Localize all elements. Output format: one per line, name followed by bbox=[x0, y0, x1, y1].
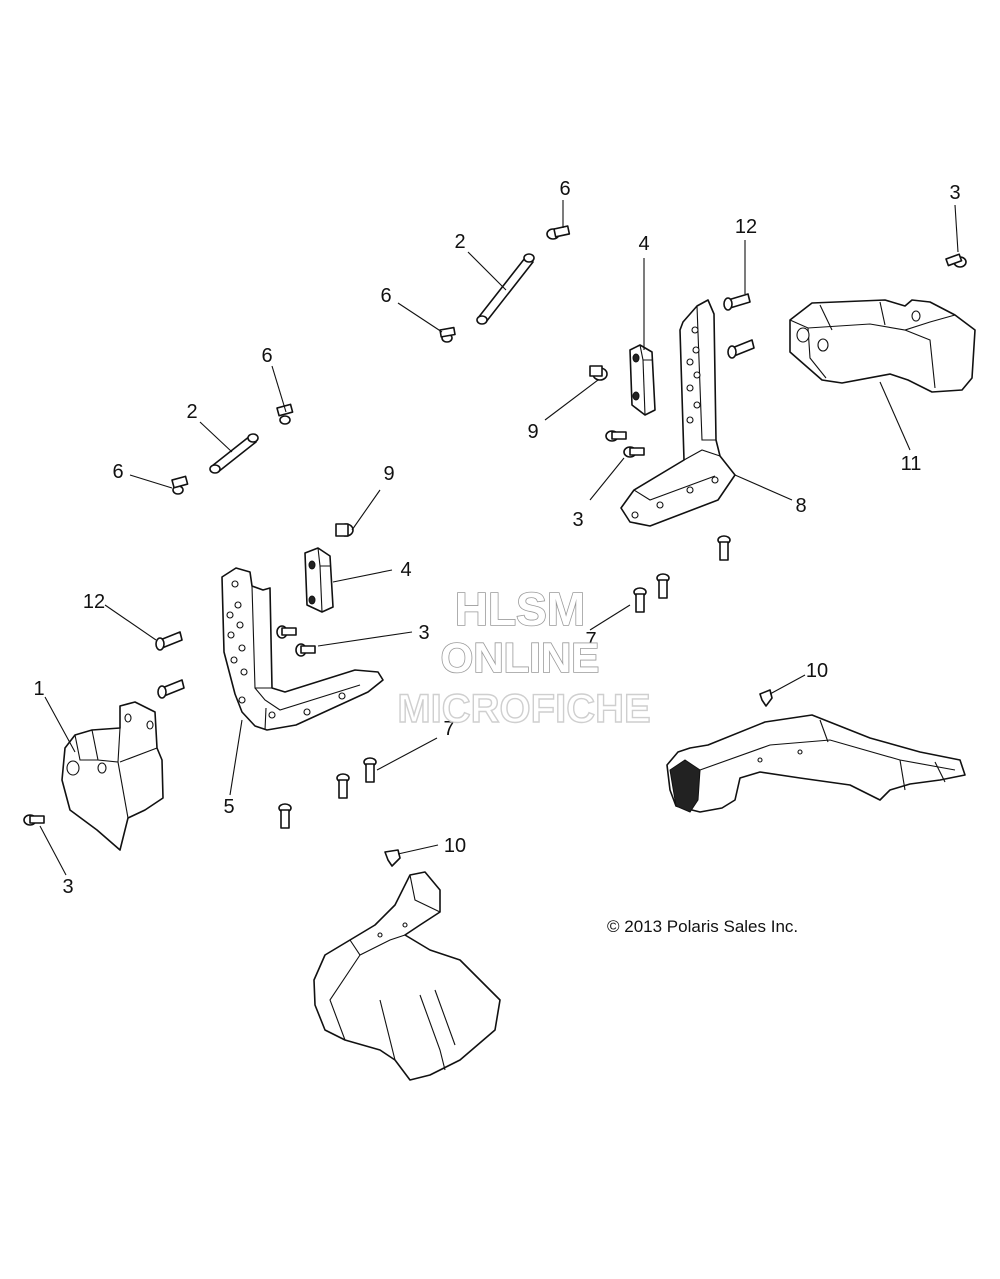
callout-6: 6 bbox=[112, 461, 123, 483]
callout-6: 6 bbox=[380, 285, 391, 307]
callout-10: 10 bbox=[806, 660, 828, 682]
callout-9: 9 bbox=[383, 463, 394, 485]
part-6-bolt-left-lower bbox=[171, 475, 189, 495]
callout-4: 4 bbox=[400, 559, 411, 581]
callout-6: 6 bbox=[559, 178, 570, 200]
part-1-housing bbox=[61, 701, 164, 851]
callout-3: 3 bbox=[949, 182, 960, 204]
part-9-nut-lower bbox=[335, 523, 354, 537]
part-4-block-upper bbox=[629, 344, 656, 416]
part-7-screw-right-2 bbox=[656, 573, 670, 599]
callout-1: 1 bbox=[33, 678, 44, 700]
watermark-line-3: MICROFICHE bbox=[397, 687, 650, 731]
part-7-screw-left-2 bbox=[336, 773, 350, 799]
part-6-bolt-top bbox=[546, 225, 571, 240]
part-3-screw-left-1 bbox=[276, 625, 297, 639]
part-3-screw-left-2 bbox=[295, 643, 316, 657]
callout-12: 12 bbox=[735, 216, 757, 238]
part-7-screw-right-3 bbox=[633, 587, 647, 613]
leader-lines bbox=[39, 200, 959, 876]
part-7-screw-left-1 bbox=[363, 757, 377, 783]
fasteners bbox=[23, 225, 967, 867]
callout-8: 8 bbox=[795, 495, 806, 517]
callout-11: 11 bbox=[901, 453, 922, 475]
part-12-bolt-upper-2 bbox=[727, 339, 755, 359]
part-12-bolt-lower bbox=[155, 631, 183, 651]
callout-4: 4 bbox=[638, 233, 649, 255]
callout-3: 3 bbox=[62, 876, 73, 898]
part-8-bracket bbox=[620, 299, 736, 527]
part-10-clip-lower bbox=[384, 849, 401, 867]
watermark: HLSM ONLINE MICROFICHE bbox=[397, 582, 652, 732]
part-6-bolt-mid bbox=[439, 326, 456, 343]
part-11-bracket bbox=[789, 299, 976, 393]
callout-5: 5 bbox=[223, 796, 234, 818]
callout-numbers: 6 2 6 6 2 6 4 12 3 9 3 8 11 9 4 12 3 7 1… bbox=[33, 178, 960, 898]
callout-9: 9 bbox=[527, 421, 538, 443]
callout-12: 12 bbox=[83, 591, 105, 613]
part-7-screw-right-1 bbox=[717, 535, 731, 561]
part-3-screw-mid-2 bbox=[623, 446, 645, 458]
frame-section-lower bbox=[313, 871, 501, 1081]
watermark-line-2: ONLINE bbox=[441, 634, 600, 681]
callout-10: 10 bbox=[444, 835, 466, 857]
watermark-line-1: HLSM bbox=[455, 583, 585, 635]
callout-3: 3 bbox=[418, 622, 429, 644]
part-2-shaft-lower bbox=[209, 433, 259, 474]
part-6-bolt-left-upper bbox=[276, 403, 294, 425]
callout-2: 2 bbox=[186, 401, 197, 423]
part-5-bracket bbox=[221, 567, 384, 731]
part-3-screw-mid-1 bbox=[605, 430, 627, 442]
part-10-clip-right bbox=[759, 689, 773, 707]
copyright-notice: © 2013 Polaris Sales Inc. bbox=[607, 917, 798, 936]
part-3-screw-bottom-left bbox=[23, 814, 45, 826]
part-9-nut-upper bbox=[589, 365, 608, 381]
callout-2: 2 bbox=[454, 231, 465, 253]
callout-7: 7 bbox=[443, 718, 454, 740]
callout-6: 6 bbox=[261, 345, 272, 367]
part-12-bolt-upper bbox=[723, 293, 751, 311]
part-7-screw-left-3 bbox=[278, 803, 292, 829]
part-4-block-lower bbox=[304, 547, 334, 613]
callout-7: 7 bbox=[585, 629, 596, 651]
part-12-bolt-lower-2 bbox=[157, 679, 185, 699]
callout-3: 3 bbox=[572, 509, 583, 531]
part-3-screw-right bbox=[945, 253, 967, 268]
frame-section-right bbox=[666, 714, 966, 813]
